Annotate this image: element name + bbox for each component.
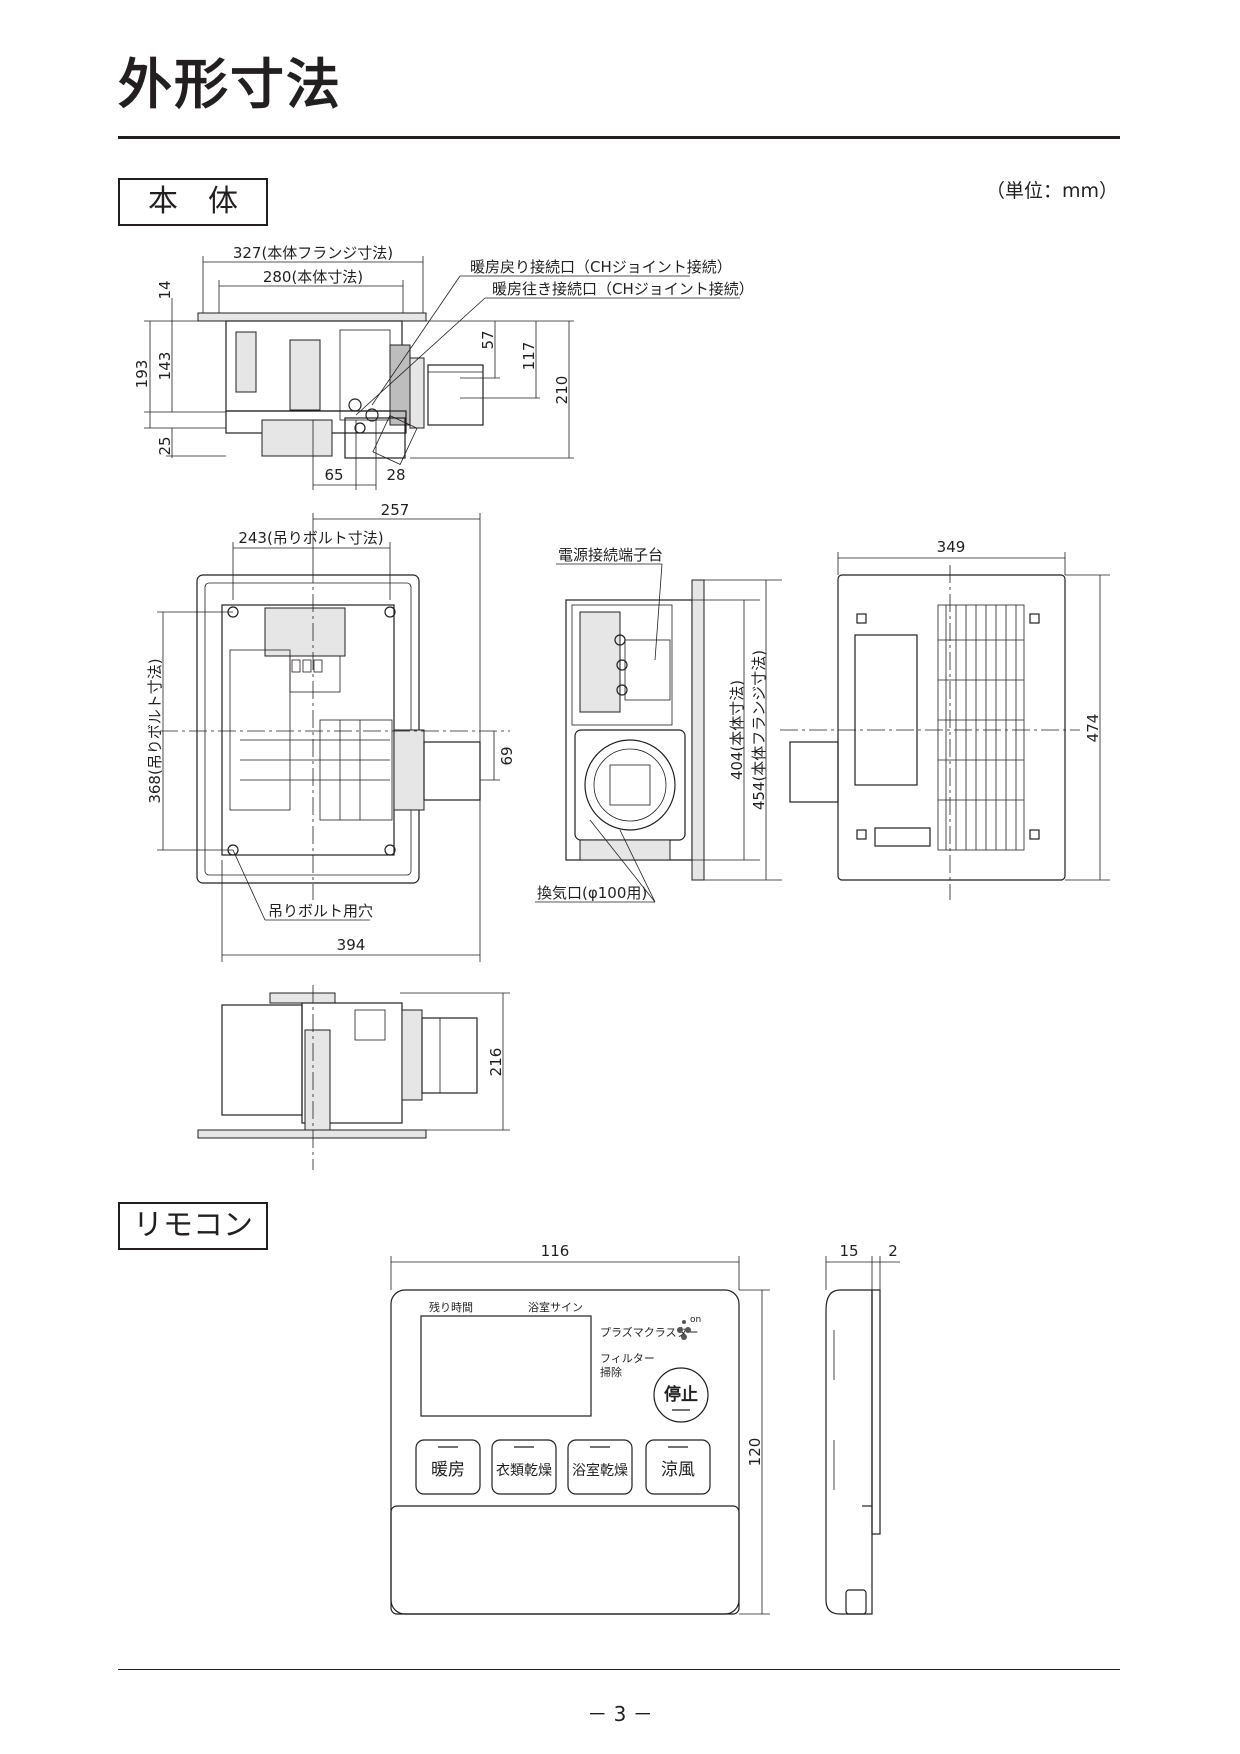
- bottom-view: 216: [197, 985, 510, 1170]
- dim-57: 57: [479, 330, 497, 349]
- label-vent-port: 換気口(φ100用): [537, 884, 647, 902]
- dim-368: 368(吊りボルト寸法): [146, 658, 164, 803]
- label-remaining-time: 残り時間: [429, 1300, 473, 1314]
- page-number: － 3 －: [587, 1702, 653, 1726]
- dim-394: 394: [337, 936, 366, 954]
- clothes-dry-button-label: 衣類乾燥: [496, 1463, 552, 1479]
- heating-button-label: 暖房: [431, 1460, 465, 1480]
- side-view: 327(本体フランジ寸法) 280(本体寸法) 14 193 143: [133, 244, 754, 490]
- label-bath-sign: 浴室サイン: [528, 1300, 583, 1314]
- label-filter-1: フィルター: [600, 1352, 655, 1365]
- dim-474: 474: [1084, 714, 1102, 743]
- stop-button: 停止: [653, 1367, 709, 1423]
- dim-216: 216: [487, 1048, 505, 1077]
- dim-120: 120: [746, 1438, 764, 1467]
- dim-2: 2: [888, 1242, 898, 1260]
- clothes-dry-button: 衣類乾燥: [491, 1439, 557, 1495]
- dim-454: 454(本体フランジ寸法): [750, 650, 768, 810]
- bath-dry-button: 浴室乾燥: [567, 1439, 633, 1495]
- dim-117: 117: [520, 342, 538, 371]
- title-rule: [118, 136, 1120, 139]
- dim-69: 69: [498, 746, 516, 765]
- dim-116: 116: [541, 1242, 570, 1260]
- remote-side: 15 2: [825, 1242, 900, 1615]
- bath-dry-button-label: 浴室乾燥: [572, 1462, 628, 1479]
- page-title: 外形寸法: [118, 53, 342, 116]
- dim-210: 210: [553, 376, 571, 405]
- dim-65: 65: [324, 466, 343, 484]
- label-filter-2: 掃除: [600, 1365, 622, 1379]
- unit-note: （単位：mm）: [985, 180, 1118, 202]
- label-supply-port: 暖房往き接続口（CHジョイント接続）: [492, 280, 754, 298]
- dim-25: 25: [156, 436, 174, 455]
- section-remote: リモコン: [118, 1202, 268, 1250]
- panel-louver: [937, 604, 1025, 851]
- cool-breeze-button-label: 涼風: [661, 1460, 695, 1480]
- footer-rule: [118, 1669, 1120, 1670]
- section-remote-label: リモコン: [133, 1208, 253, 1243]
- dim-349: 349: [937, 538, 966, 556]
- dim-14: 14: [156, 280, 174, 299]
- dim-28: 28: [386, 466, 405, 484]
- dim-327: 327(本体フランジ寸法): [233, 244, 393, 262]
- label-bolt-hole: 吊りボルト用穴: [268, 902, 373, 920]
- label-return-port: 暖房戻り接続口（CHジョイント接続）: [470, 258, 732, 276]
- cool-breeze-button: 涼風: [645, 1439, 711, 1495]
- dim-193: 193: [133, 360, 151, 389]
- dim-257: 257: [381, 501, 410, 519]
- end-view: 404(本体寸法) 454(本体フランジ寸法) 電源接続端子台 換気口(φ100…: [535, 546, 782, 903]
- section-main-unit: 本 体: [118, 178, 268, 226]
- dim-243: 243(吊りボルト寸法): [238, 529, 383, 547]
- dim-280: 280(本体寸法): [263, 268, 363, 286]
- remote-front: 116 残り時間 浴室サイン プラズマクラスター on フィルター 掃除 停止 …: [390, 1242, 770, 1615]
- label-ion-on: on: [690, 1315, 701, 1325]
- panel-view: 349 474: [780, 538, 1110, 900]
- heating-button: 暖房: [415, 1439, 481, 1495]
- label-plasma-cluster: プラズマクラスター: [600, 1325, 699, 1339]
- dim-143: 143: [156, 352, 174, 381]
- dim-404: 404(本体寸法): [728, 680, 746, 780]
- section-main-unit-label: 本 体: [148, 184, 238, 219]
- top-view: 257 243(吊りボルト寸法): [146, 501, 516, 962]
- dim-15: 15: [839, 1242, 858, 1260]
- stop-button-label: 停止: [664, 1384, 698, 1405]
- label-power-terminal: 電源接続端子台: [558, 546, 663, 564]
